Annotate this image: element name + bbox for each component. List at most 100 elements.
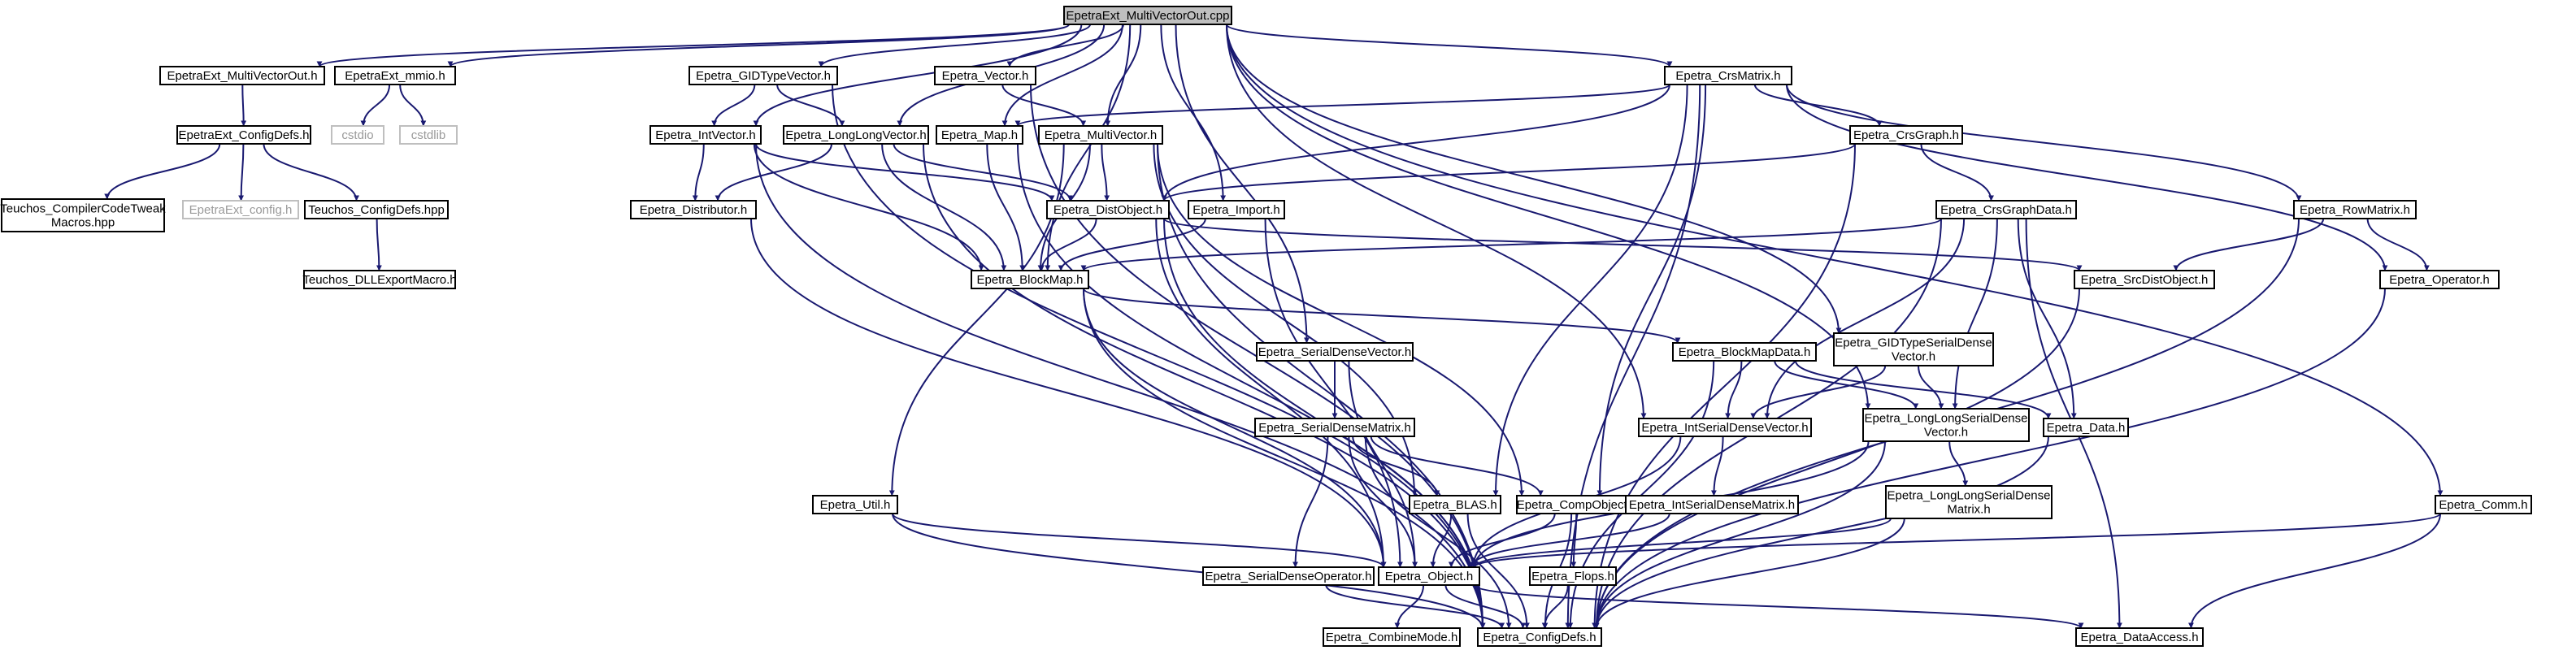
node-blockmapdata-h[interactable]: Epetra_BlockMapData.h	[1672, 342, 1817, 362]
node-box	[1638, 418, 1812, 437]
node-mvout-h[interactable]: EpetraExt_MultiVectorOut.h	[159, 66, 325, 85]
node-box	[1254, 418, 1415, 437]
node-blas-h[interactable]: Epetra_BLAS.h	[1409, 495, 1501, 514]
edge-crsgraph_h-to-configdefs_h	[1592, 143, 1856, 629]
node-label: Epetra_CompObject.h	[1517, 498, 1637, 512]
edge-llserialdensematrix_h-to-object_h	[1471, 518, 1892, 568]
edge-longlongvector_h-to-distobject_h	[893, 143, 1073, 202]
node-flops-h[interactable]: Epetra_Flops.h	[1529, 566, 1617, 586]
file-nodes: EpetraExt_MultiVectorOut.cppEpetraExt_Mu…	[0, 6, 2532, 647]
edge-root-to-multivector_h	[1105, 24, 1142, 127]
node-label: Epetra_SerialDenseMatrix.h	[1258, 421, 1411, 435]
node-label: Epetra_GIDTypeVector.h	[696, 69, 831, 83]
edge-crsgraphdata_h-to-llserialdensevector_h	[1952, 218, 1998, 410]
node-label: Epetra_CrsMatrix.h	[1675, 69, 1780, 83]
node-label: EpetraExt_ConfigDefs.h	[179, 128, 310, 142]
node-intserialdensematrix-h[interactable]: Epetra_IntSerialDenseMatrix.h	[1625, 495, 1799, 514]
node-crsmatrix-h[interactable]: Epetra_CrsMatrix.h	[1664, 66, 1792, 85]
edge-serialdensematrix_h-to-blas_h	[1352, 436, 1440, 496]
node-box	[1529, 566, 1617, 586]
edge-intvector_h-to-distobject_h	[755, 143, 1055, 202]
node-compobject-h[interactable]: Epetra_CompObject.h	[1516, 495, 1638, 514]
edge-serialdensematrix_h-to-configdefs_h	[1364, 436, 1512, 629]
node-configdefs-h[interactable]: Epetra_ConfigDefs.h	[1477, 627, 1602, 647]
edge-ext_configdefs_h-to-teuchos_cctm	[104, 143, 221, 200]
edge-crsgraphdata_h-to-data_h	[2017, 218, 2077, 419]
node-box	[159, 66, 325, 85]
node-crsgraph-h[interactable]: Epetra_CrsGraph.h	[1849, 125, 1963, 145]
node-multivector-h[interactable]: Epetra_MultiVector.h	[1038, 125, 1163, 145]
node-box	[303, 270, 456, 289]
node-ext-configdefs-h[interactable]: EpetraExt_ConfigDefs.h	[176, 125, 311, 145]
node-box	[1885, 485, 2053, 519]
node-box	[1, 198, 165, 232]
edge-blockmap_h-to-configdefs_h	[1083, 288, 1486, 629]
node-util-h[interactable]: Epetra_Util.h	[812, 495, 898, 514]
node-rowmatrix-h[interactable]: Epetra_RowMatrix.h	[2293, 200, 2417, 219]
edge-intvector_h-to-blockmap_h	[753, 143, 984, 271]
edge-root-to-serialdensevector_h	[1175, 24, 1310, 344]
edge-serialdensematrix_h-to-object_h	[1348, 436, 1418, 568]
edge-gidtypevector_h-to-intvector_h	[711, 84, 756, 127]
node-teuchos-configdefs[interactable]: Teuchos_ConfigDefs.hpp	[304, 200, 449, 219]
node-longlongvector-h[interactable]: Epetra_LongLongVector.h	[783, 125, 929, 145]
node-label: Epetra_ConfigDefs.h	[1483, 631, 1596, 644]
node-srcdistobject-h[interactable]: Epetra_SrcDistObject.h	[2074, 270, 2215, 289]
edge-crsmatrix_h-to-map_h	[1014, 84, 1670, 127]
node-serialdensematrix-h[interactable]: Epetra_SerialDenseMatrix.h	[1254, 418, 1415, 437]
node-vector-h[interactable]: Epetra_Vector.h	[934, 66, 1036, 85]
node-combinemode-h[interactable]: Epetra_CombineMode.h	[1323, 627, 1461, 647]
edge-import_h-to-blockmap_h	[1058, 218, 1206, 271]
node-dataaccess-h[interactable]: Epetra_DataAccess.h	[2075, 627, 2204, 647]
node-label: Epetra_CrsGraphData.h	[1940, 203, 2072, 217]
node-distobject-h[interactable]: Epetra_DistObject.h	[1046, 200, 1170, 219]
node-object-h[interactable]: Epetra_Object.h	[1378, 566, 1480, 586]
edge-blockmapdata_h-to-llserialdensevector_h	[1774, 360, 1919, 410]
node-serialdenseoperator-h[interactable]: Epetra_SerialDenseOperator.h	[1202, 566, 1375, 586]
edge-blockmap_h-to-object_h	[1083, 288, 1387, 568]
node-label: Epetra_Map.h	[941, 128, 1018, 142]
node-label: Epetra_LongLongSerialDense	[1865, 412, 2028, 426]
edge-object_h-to-dataaccess_h	[1474, 584, 2084, 629]
node-distributor-h[interactable]: Epetra_Distributor.h	[630, 200, 757, 219]
node-box	[331, 125, 384, 145]
node-blockmap-h[interactable]: Epetra_BlockMap.h	[971, 270, 1089, 289]
node-serialdensevector-h[interactable]: Epetra_SerialDenseVector.h	[1256, 342, 1414, 362]
edge-llserialdensevector_h-to-configdefs_h	[1593, 440, 1886, 629]
node-label: Epetra_Flops.h	[1531, 570, 1614, 583]
edge-multivector_h-to-util_h	[888, 143, 1065, 496]
node-box	[1409, 495, 1501, 514]
node-comm-h[interactable]: Epetra_Comm.h	[2435, 495, 2532, 514]
node-intvector-h[interactable]: Epetra_IntVector.h	[649, 125, 762, 145]
node-box	[630, 200, 757, 219]
node-root[interactable]: EpetraExt_MultiVectorOut.cpp	[1063, 6, 1232, 25]
node-mmio-h[interactable]: EpetraExt_mmio.h	[334, 66, 456, 85]
node-teuchos-dll[interactable]: Teuchos_DLLExportMacro.h	[302, 270, 457, 289]
node-crsgraphdata-h[interactable]: Epetra_CrsGraphData.h	[1935, 200, 2077, 219]
edge-distributor_h-to-object_h	[750, 218, 1387, 568]
node-import-h[interactable]: Epetra_Import.h	[1188, 200, 1285, 219]
node-box	[971, 270, 1089, 289]
node-intserialdensevector-h[interactable]: Epetra_IntSerialDenseVector.h	[1638, 418, 1812, 437]
node-data-h[interactable]: Epetra_Data.h	[2043, 418, 2129, 437]
node-label: Epetra_Distributor.h	[640, 203, 748, 217]
node-label: Vector.h	[1924, 426, 1968, 440]
node-operator-h[interactable]: Epetra_Operator.h	[2379, 270, 2500, 289]
node-box	[1046, 200, 1170, 219]
edge-root-to-gidtypeserialdense_h	[1226, 24, 1842, 334]
edge-blockmapdata_h-to-intserialdensevector_h	[1725, 360, 1743, 419]
node-label: Epetra_MultiVector.h	[1045, 128, 1157, 142]
node-label: Epetra_GIDTypeSerialDense	[1835, 336, 1992, 350]
node-box	[2075, 627, 2204, 647]
node-label: Epetra_IntSerialDenseMatrix.h	[1629, 498, 1795, 512]
node-box	[399, 125, 458, 145]
node-map-h[interactable]: Epetra_Map.h	[936, 125, 1023, 145]
node-gidtypevector-h[interactable]: Epetra_GIDTypeVector.h	[689, 66, 838, 85]
node-label: Matrix.h	[1947, 503, 1990, 517]
edge-ext_configdefs_h-to-ext_config_h	[238, 143, 245, 202]
